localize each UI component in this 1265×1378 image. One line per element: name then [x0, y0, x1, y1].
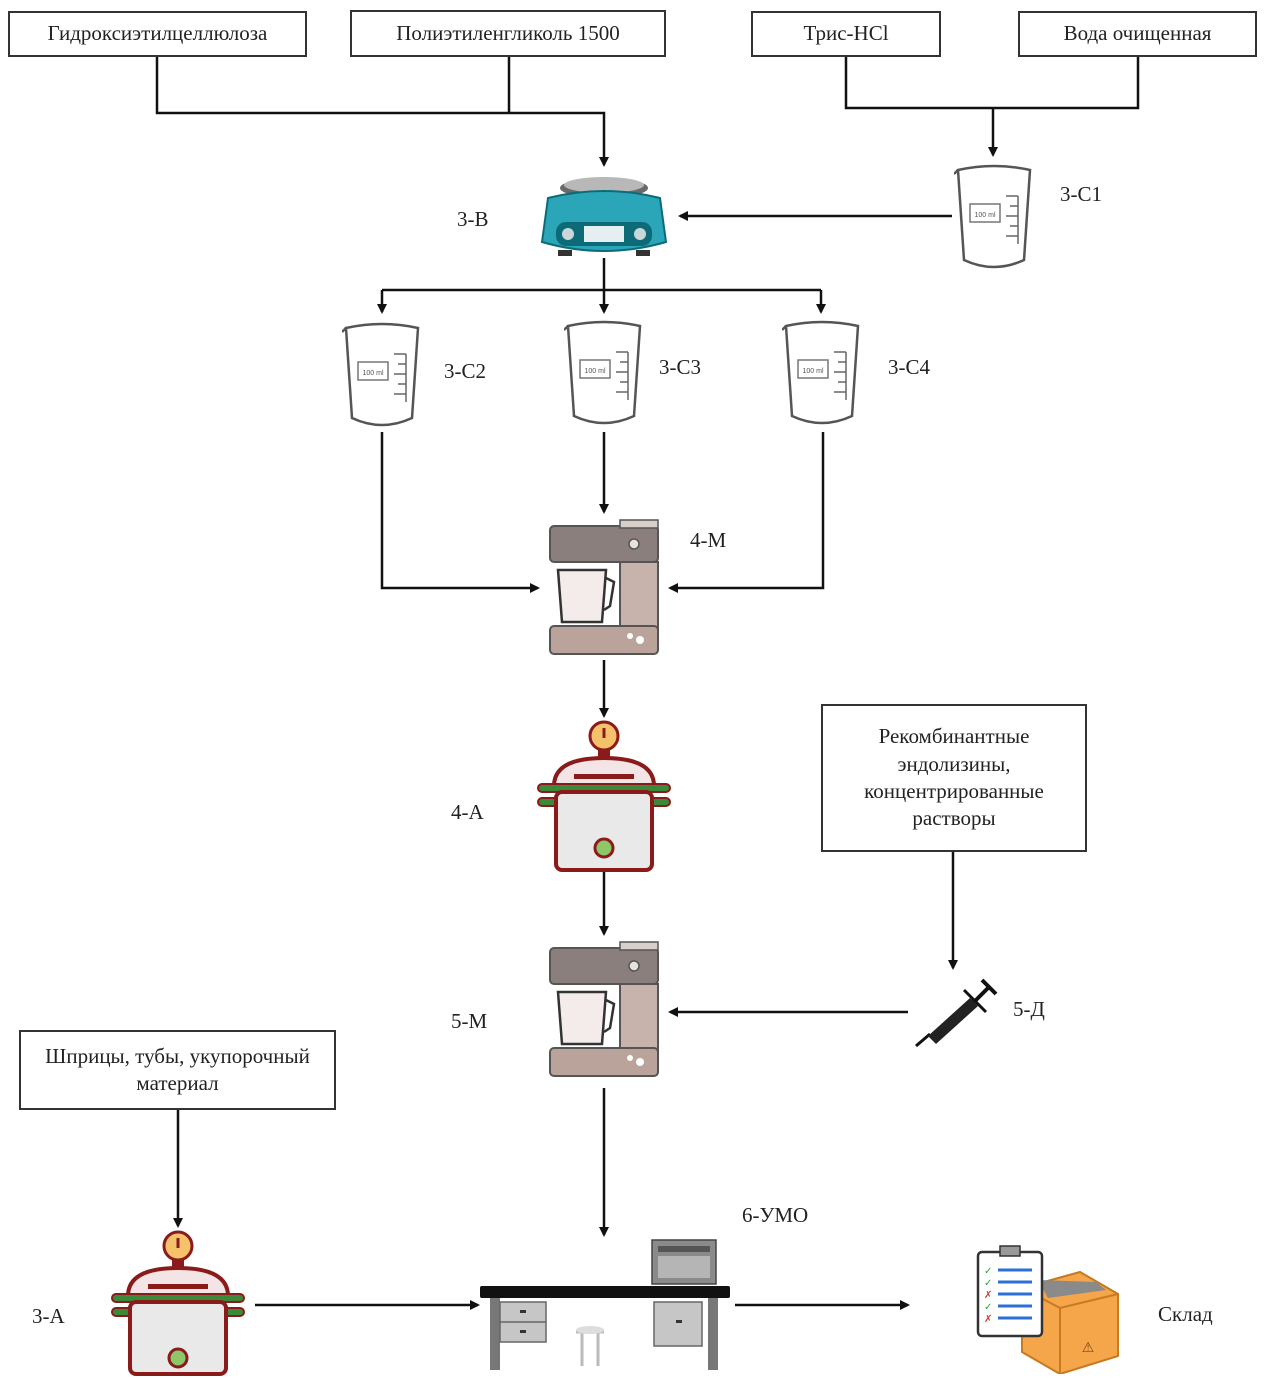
input-box-packaging: Шприцы, тубы, укупорочный материал — [19, 1030, 336, 1110]
label-dispenser: 5-Д — [1013, 997, 1045, 1022]
beaker-icon: 100 ml — [342, 318, 422, 432]
mixer-icon — [546, 518, 662, 660]
input-peg-label: Полиэтиленгликоль 1500 — [396, 20, 620, 47]
mixer-icon — [546, 940, 662, 1082]
connector-hec — [157, 57, 604, 165]
input-box-endolysins: Рекомбинантные эндолизины, концентрирова… — [821, 704, 1087, 852]
svg-text:✗: ✗ — [984, 1314, 992, 1325]
input-hec-label: Гидроксиэтилцеллюлоза — [48, 20, 268, 47]
input-tris-label: Трис-HCl — [803, 20, 888, 47]
beaker-icon: 100 ml — [782, 316, 862, 430]
connector-tris — [846, 57, 1138, 108]
svg-text:✓: ✓ — [984, 1266, 992, 1277]
label-mixer-4m: 4-М — [690, 528, 726, 553]
input-box-peg: Полиэтиленгликоль 1500 — [350, 10, 666, 57]
workbench-icon — [478, 1236, 732, 1374]
label-autoclave-3a: 3-А — [32, 1304, 65, 1329]
label-mixer-5m: 5-М — [451, 1009, 487, 1034]
label-beaker-c2: 3-С2 — [444, 359, 486, 384]
input-water-label: Вода очищенная — [1064, 20, 1212, 47]
input-box-tris: Трис-HCl — [751, 11, 941, 57]
label-beaker-c3: 3-С3 — [659, 355, 701, 380]
label-autoclave-4a: 4-А — [451, 800, 484, 825]
label-packing: 6-УМО — [742, 1203, 808, 1228]
svg-text:⚠: ⚠ — [1082, 1339, 1095, 1355]
syringe-icon — [912, 972, 998, 1050]
beaker-volume-text: 100 ml — [802, 368, 823, 375]
input-box-water: Вода очищенная — [1018, 11, 1257, 57]
beaker-volume-text: 100 ml — [584, 368, 605, 375]
label-beaker-c1: 3-С1 — [1060, 182, 1102, 207]
beaker-volume-text: 100 ml — [362, 370, 383, 377]
warehouse-boxes-icon: ⚠ ✓✓ ✗✓ ✗ — [972, 1240, 1122, 1374]
beaker-icon: 100 ml — [564, 316, 644, 430]
input-packaging-label: Шприцы, тубы, укупорочный материал — [41, 1043, 314, 1098]
input-endolysins-label: Рекомбинантные эндолизины, концентрирова… — [837, 723, 1071, 832]
label-warehouse: Склад — [1158, 1302, 1213, 1327]
svg-text:✗: ✗ — [984, 1290, 992, 1301]
beaker-icon: 100 ml — [954, 160, 1034, 274]
label-beaker-c4: 3-С4 — [888, 355, 930, 380]
connector-c4-to-mixer — [670, 432, 823, 588]
autoclave-icon — [108, 1226, 248, 1378]
label-scale: 3-В — [457, 207, 489, 232]
input-box-hec: Гидроксиэтилцеллюлоза — [8, 11, 307, 57]
svg-text:✓: ✓ — [984, 1302, 992, 1313]
svg-text:✓: ✓ — [984, 1278, 992, 1289]
autoclave-icon — [534, 716, 674, 874]
beaker-volume-text: 100 ml — [974, 212, 995, 219]
lab-scale-icon — [538, 170, 670, 260]
connector-c2-to-mixer — [382, 432, 538, 588]
